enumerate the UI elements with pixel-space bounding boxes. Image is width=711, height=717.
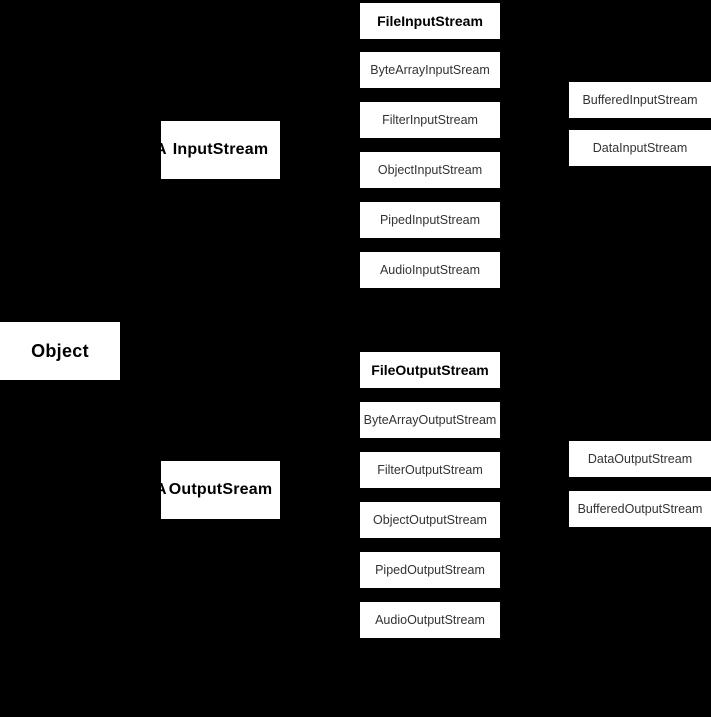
node-label: BufferedInputStream — [582, 92, 698, 107]
node-label: AudioInputStream — [379, 262, 481, 277]
node-data-input-stream: DataInputStream — [569, 130, 711, 166]
node-input-stream: A InputStream — [161, 121, 280, 179]
node-label: ByteArrayOutputStream — [363, 412, 497, 427]
clipped-glyph-fragment: A — [161, 142, 167, 158]
node-byte-array-output-stream: ByteArrayOutputStream — [360, 402, 500, 438]
node-filter-output-stream: FilterOutputStream — [360, 452, 500, 488]
node-label: FileOutputStream — [371, 362, 489, 378]
node-label: Object — [31, 341, 89, 361]
node-output-stream: A OutputSream — [161, 461, 280, 519]
node-label: FilterInputStream — [382, 112, 478, 127]
node-object: Object — [0, 322, 120, 380]
node-buffered-output-stream: BufferedOutputStream — [569, 491, 711, 527]
node-file-input-stream: FileInputStream — [360, 3, 500, 39]
node-label: DataInputStream — [592, 140, 688, 155]
node-buffered-input-stream: BufferedInputStream — [569, 82, 711, 118]
node-label: PipedInputStream — [379, 212, 481, 227]
node-label: BufferedOutputStream — [577, 501, 703, 516]
node-label: ObjectInputStream — [377, 162, 483, 177]
node-audio-output-stream: AudioOutputStream — [360, 602, 500, 638]
node-piped-output-stream: PipedOutputStream — [360, 552, 500, 588]
node-byte-array-input-stream: ByteArrayInputSream — [360, 52, 500, 88]
node-label: OutputSream — [168, 481, 273, 498]
node-label: InputStream — [172, 141, 269, 158]
node-object-input-stream: ObjectInputStream — [360, 152, 500, 188]
node-label: PipedOutputStream — [375, 562, 485, 577]
clipped-glyph-fragment: A — [161, 482, 167, 498]
node-label: DataOutputStream — [587, 451, 693, 466]
node-object-output-stream: ObjectOutputStream — [360, 502, 500, 538]
node-label: ObjectOutputStream — [373, 512, 487, 527]
node-label: FilterOutputStream — [377, 462, 483, 477]
node-filter-input-stream: FilterInputStream — [360, 102, 500, 138]
node-label: ByteArrayInputSream — [370, 62, 490, 77]
node-piped-input-stream: PipedInputStream — [360, 202, 500, 238]
node-data-output-stream: DataOutputStream — [569, 441, 711, 477]
node-label: FileInputStream — [377, 13, 483, 29]
node-audio-input-stream: AudioInputStream — [360, 252, 500, 288]
node-file-output-stream: FileOutputStream — [360, 352, 500, 388]
node-label: AudioOutputStream — [375, 612, 485, 627]
